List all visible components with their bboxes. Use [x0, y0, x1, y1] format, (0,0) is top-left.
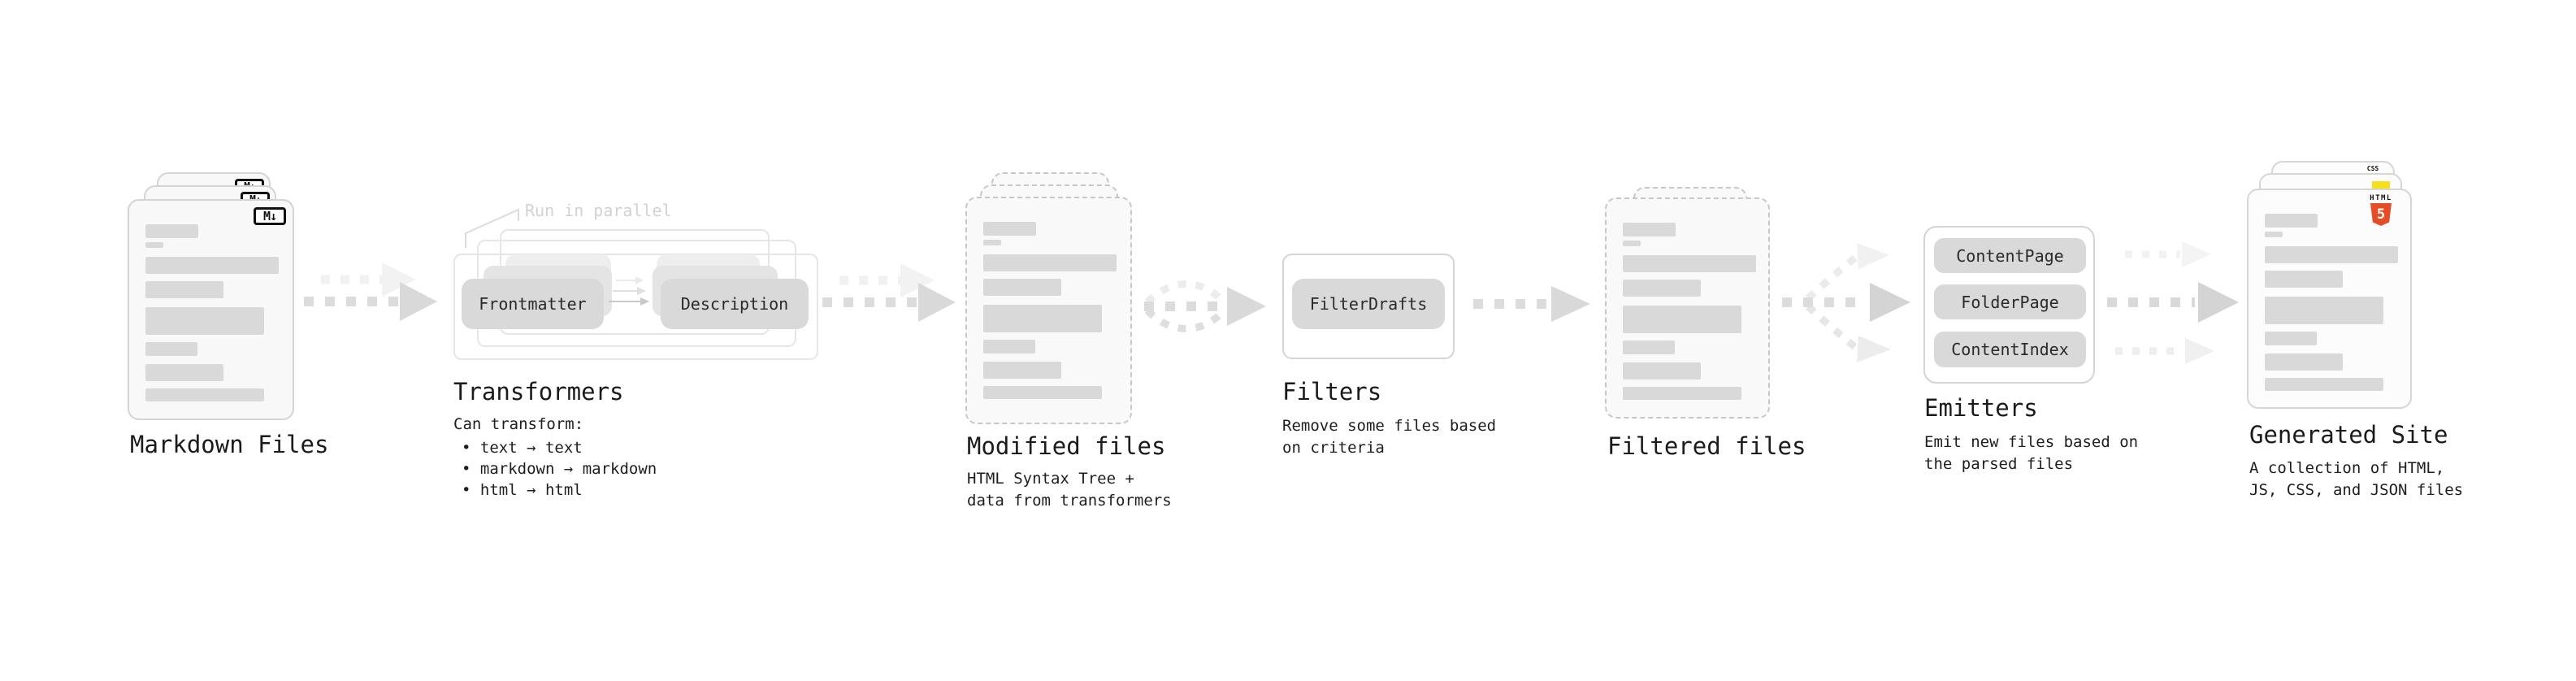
description-line: JS, CSS, and JSON files	[2249, 481, 2464, 499]
text-line-placeholder	[145, 224, 198, 238]
text-line-placeholder	[145, 281, 223, 298]
text-line-placeholder	[1623, 387, 1741, 400]
stage-description: Remove some files based on criteria	[1282, 415, 1496, 459]
text-line-placeholder	[1623, 241, 1641, 246]
stage-transformers: Run in parallel Frontmatter Description …	[453, 199, 835, 540]
stage-title: Filters	[1282, 378, 1382, 406]
stage-modified-files: Modified files HTML Syntax Tree + data f…	[965, 172, 1172, 514]
transformer-box-frontmatter: Frontmatter	[462, 279, 604, 329]
text-line-placeholder	[145, 257, 279, 274]
text-line-placeholder	[983, 386, 1102, 399]
description-line: the parsed files	[1924, 455, 2074, 473]
text-line-placeholder	[1623, 255, 1756, 272]
text-line-placeholder	[2265, 297, 2383, 324]
stage-description-bullets: • text → text • markdown → markdown • ht…	[462, 437, 657, 501]
text-line-placeholder	[145, 364, 223, 381]
description-line: data from transformers	[967, 492, 1172, 510]
text-line-placeholder	[2265, 246, 2398, 263]
stage-description: Emit new files based on the parsed files	[1924, 432, 2138, 475]
text-line-placeholder	[1623, 362, 1701, 380]
transformer-layer-front	[453, 254, 818, 360]
stage-filters: FilterDrafts Filters Remove some files b…	[1282, 254, 1526, 465]
file-sheet-front-html: HTML 5	[2247, 189, 2412, 409]
text-line-placeholder	[1623, 306, 1741, 333]
run-in-parallel-label: Run in parallel	[525, 201, 672, 220]
stage-title: Modified files	[967, 432, 1166, 460]
flow-arrow-emitters-to-site	[2107, 241, 2239, 364]
stage-title: Markdown Files	[130, 431, 329, 458]
text-line-placeholder	[1623, 340, 1675, 354]
bullet-item: • text → text	[462, 439, 583, 457]
emitter-box-contentpage: ContentPage	[1934, 238, 2086, 273]
filter-box-filterdrafts: FilterDrafts	[1292, 279, 1445, 329]
text-line-placeholder	[2265, 378, 2383, 391]
stage-description: HTML Syntax Tree + data from transformer…	[967, 468, 1172, 512]
flow-arrow-transformers-to-modified	[822, 263, 956, 322]
stage-description: A collection of HTML, JS, CSS, and JSON …	[2249, 458, 2463, 501]
file-sheet-front	[1605, 197, 1770, 419]
text-line-placeholder	[983, 279, 1061, 296]
html5-icon-label: HTML	[2370, 194, 2392, 202]
description-line: HTML Syntax Tree +	[967, 470, 1134, 488]
flow-arrow-filters-to-filtered	[1473, 286, 1590, 322]
emitter-box-contentindex: ContentIndex	[1934, 332, 2086, 367]
text-line-placeholder	[2265, 271, 2343, 288]
text-line-placeholder	[983, 222, 1036, 236]
stage-filtered-files: Filtered files	[1605, 187, 1808, 479]
text-line-placeholder	[983, 340, 1035, 354]
description-line: Remove some files based	[1282, 417, 1497, 435]
text-line-placeholder	[2265, 354, 2343, 371]
flow-arrow-filtered-to-emitters	[1782, 243, 1910, 362]
text-line-placeholder	[2265, 332, 2317, 345]
javascript-icon	[2372, 181, 2390, 189]
text-line-placeholder	[983, 240, 1001, 245]
emitter-box-folderpage: FolderPage	[1934, 284, 2086, 319]
text-line-placeholder	[145, 388, 264, 401]
html5-icon-number: 5	[2376, 206, 2386, 223]
bullet-item: • html → html	[462, 481, 583, 499]
stage-markdown-files: M↓ M↓ M↓ Markdown Files	[128, 161, 331, 478]
stage-title: Filtered files	[1607, 432, 1806, 460]
stage-title: Transformers	[453, 378, 624, 406]
text-line-placeholder	[2265, 214, 2318, 228]
stage-generated-site: CSS HTML 5 Generated Site A collection o…	[2247, 161, 2491, 502]
annotation-callout-line	[465, 208, 519, 248]
text-line-placeholder	[145, 342, 197, 356]
stage-description-heading: Can transform:	[453, 415, 584, 433]
transformer-box-description: Description	[661, 279, 809, 329]
markdown-icon: M↓	[254, 207, 286, 225]
text-line-placeholder	[145, 307, 264, 335]
css-icon-label: CSS	[2366, 165, 2379, 172]
stage-title: Generated Site	[2249, 421, 2448, 449]
text-line-placeholder	[1623, 280, 1701, 297]
flow-arrow-markdown-to-transformers	[304, 262, 437, 321]
file-sheet-front: M↓	[128, 199, 294, 420]
file-sheet-front	[965, 197, 1132, 424]
text-line-placeholder	[1623, 223, 1676, 236]
stage-title: Emitters	[1924, 394, 2038, 422]
description-line: Emit new files based on	[1924, 433, 2139, 451]
text-line-placeholder	[145, 242, 163, 248]
description-line: on criteria	[1282, 439, 1385, 457]
stage-emitters: ContentPage FolderPage ContentIndex Emit…	[1923, 226, 2167, 478]
text-line-placeholder	[983, 254, 1117, 271]
frontmatter-to-description-arrows	[609, 276, 649, 306]
text-line-placeholder	[2265, 232, 2283, 237]
html5-icon: HTML 5	[2363, 195, 2399, 226]
text-line-placeholder	[983, 362, 1061, 379]
text-line-placeholder	[983, 305, 1102, 332]
bullet-item: • markdown → markdown	[462, 460, 657, 478]
description-line: A collection of HTML,	[2249, 459, 2445, 477]
flow-arrow-modified-to-filters	[1144, 280, 1266, 332]
html5-icon-shield: 5	[2370, 203, 2392, 226]
